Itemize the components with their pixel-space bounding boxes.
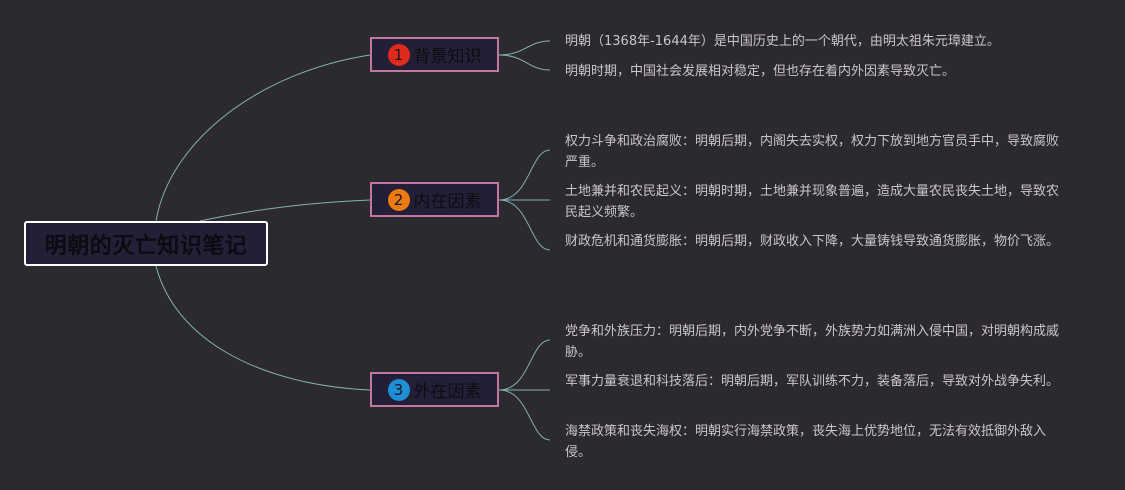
leaf-node[interactable]: 权力斗争和政治腐败：明朝后期，内阁失去实权，权力下放到地方官员手中，导致腐败严重… <box>565 134 1060 170</box>
leaf-node[interactable]: 党争和外族压力：明朝后期，内外党争不断，外族势力如满洲入侵中国，对明朝构成威胁。 <box>565 324 1060 360</box>
connector-root-branch-2 <box>199 199 371 222</box>
root-node[interactable]: 明朝的灭亡知识笔记 <box>24 221 268 266</box>
connector-branch-2-leaf-3 <box>498 199 551 251</box>
leaf-node[interactable]: 明朝时期，中国社会发展相对稳定，但也存在着内外因素导致灭亡。 <box>565 64 956 79</box>
connector-branch-3-leaf-3 <box>498 389 551 441</box>
branch-label: 外在因素 <box>413 382 482 402</box>
leaf-node[interactable]: 土地兼并和农民起义：明朝时期，土地兼并现象普遍，造成大量农民丧失土地，导致农民起… <box>565 184 1060 220</box>
branch-node-background[interactable]: 1 背景知识 <box>370 37 499 72</box>
connector-branch-3-leaf-1 <box>498 339 551 391</box>
branch-label: 背景知识 <box>413 47 482 67</box>
leaf-node[interactable]: 财政危机和通货膨胀：明朝后期，财政收入下降，大量铸钱导致通货膨胀，物价飞涨。 <box>565 234 1060 249</box>
connector-branch-1-leaf-1 <box>498 40 551 56</box>
connector-root-branch-3 <box>155 265 371 391</box>
number-3-icon: 3 <box>387 378 410 401</box>
connector-branch-2-leaf-1 <box>498 149 551 201</box>
number-2-icon: 2 <box>387 188 410 211</box>
connector-branch-1-leaf-2 <box>498 54 551 71</box>
leaf-node[interactable]: 明朝（1368年-1644年）是中国历史上的一个朝代，由明太祖朱元璋建立。 <box>565 34 1000 49</box>
branch-label: 内在因素 <box>413 192 482 212</box>
connector-root-branch-1 <box>155 54 371 222</box>
branch-node-external-factors[interactable]: 3 外在因素 <box>370 372 499 407</box>
leaf-node[interactable]: 军事力量衰退和科技落后：明朝后期，军队训练不力，装备落后，导致对外战争失利。 <box>565 374 1060 389</box>
root-title: 明朝的灭亡知识笔记 <box>44 233 248 259</box>
leaf-node[interactable]: 海禁政策和丧失海权：明朝实行海禁政策，丧失海上优势地位，无法有效抵御外敌入侵。 <box>565 424 1047 460</box>
branch-node-internal-factors[interactable]: 2 内在因素 <box>370 182 499 217</box>
number-1-icon: 1 <box>387 43 410 66</box>
